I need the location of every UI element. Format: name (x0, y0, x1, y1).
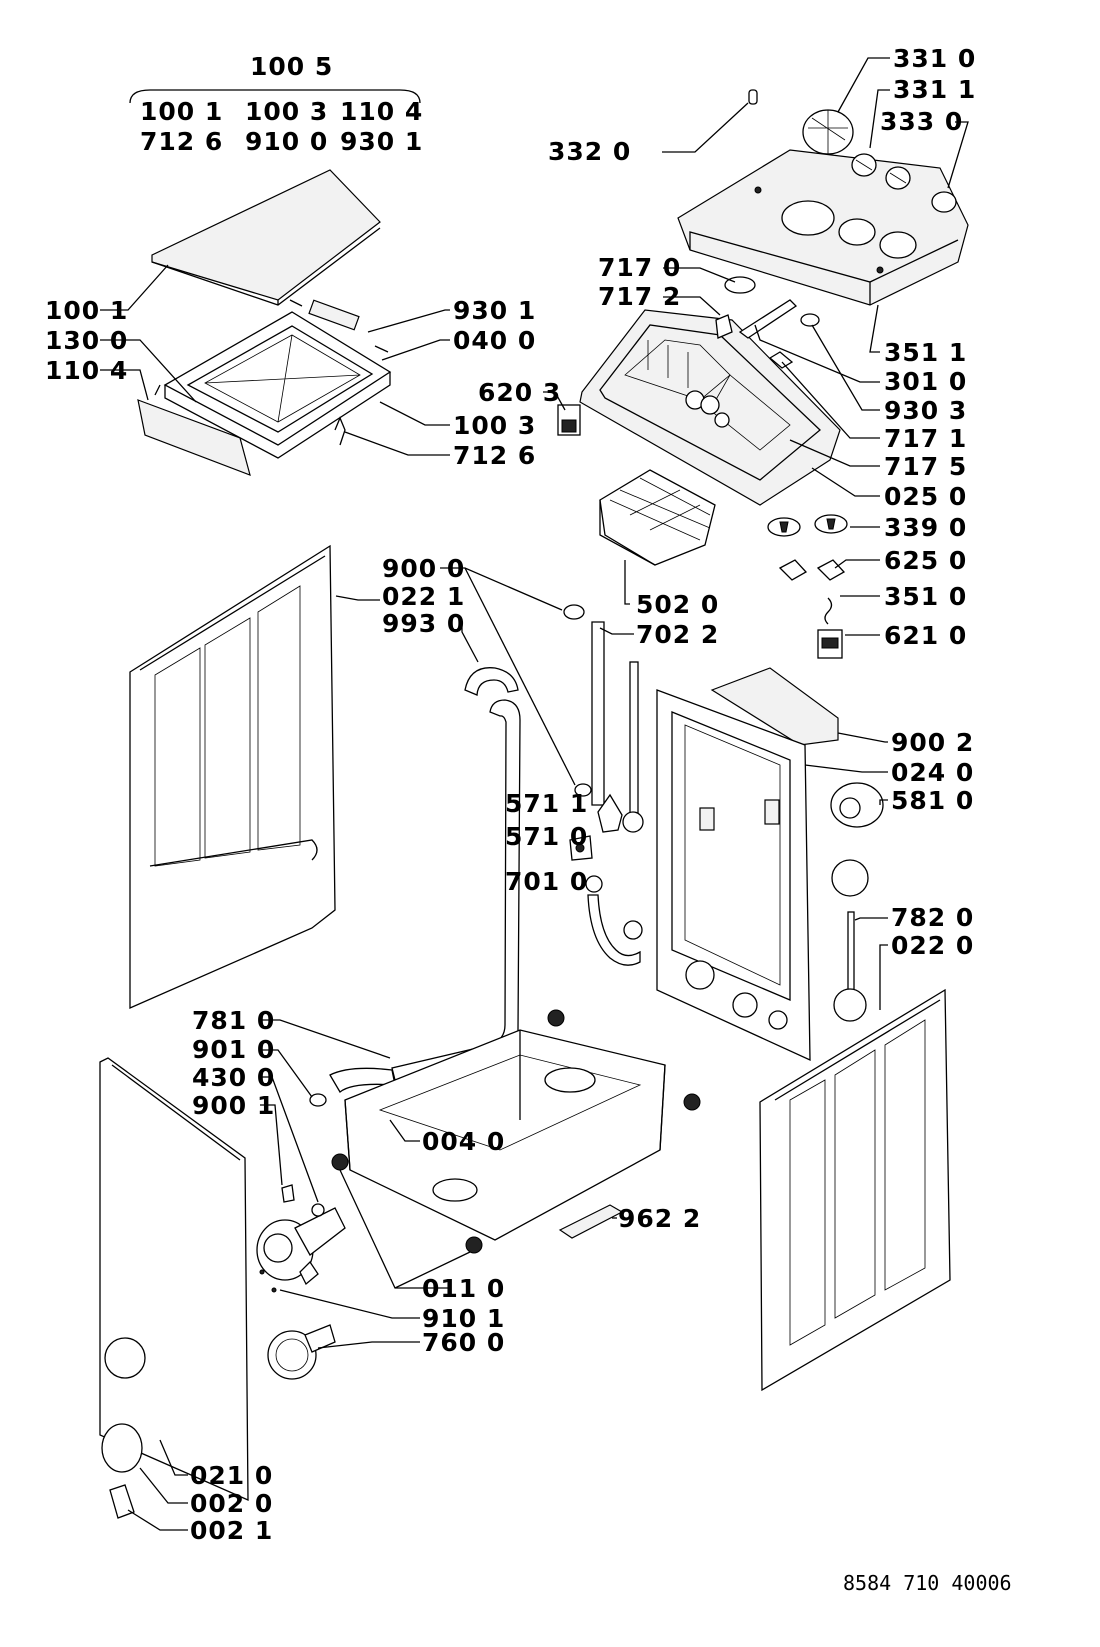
label-333-0: 333 0 (880, 107, 963, 136)
pump-parts-430 (256, 1184, 346, 1286)
label-900-0: 900 0 (382, 554, 465, 583)
screws-910 (259, 1269, 277, 1293)
pulley-part-581 (830, 782, 884, 897)
filter-cover-part-002 (101, 1423, 143, 1519)
label-782-0: 782 0 (891, 903, 974, 932)
label-702-2: 702 2 (636, 620, 719, 649)
valve-caps-339 (767, 514, 848, 537)
label-040-0: 040 0 (453, 326, 536, 355)
lid-frame-part (137, 299, 392, 476)
label-717-0: 717 0 (598, 253, 681, 282)
fill-hose-part-702 (563, 604, 605, 806)
label-331-1: 331 1 (893, 75, 976, 104)
label-962-2: 962 2 (618, 1204, 701, 1233)
label-004-0: 004 0 (422, 1127, 505, 1156)
label-430-0: 430 0 (192, 1063, 275, 1092)
label-351-0: 351 0 (884, 582, 967, 611)
knob-small-parts (851, 153, 957, 213)
rod-part-782 (833, 911, 867, 1022)
knob-large-part (802, 109, 854, 155)
clips-625 (778, 559, 846, 581)
label-930-1: 930 1 (453, 296, 536, 325)
label-110-4: 110 4 (45, 356, 128, 385)
label-900-2: 900 2 (891, 728, 974, 757)
group-item-100-3: 100 3 (245, 97, 328, 126)
label-002-0: 002 0 (190, 1489, 273, 1518)
label-760-0: 760 0 (422, 1328, 505, 1357)
label-332-0: 332 0 (548, 137, 631, 166)
label-717-5: 717 5 (884, 452, 967, 481)
label-339-0: 339 0 (884, 513, 967, 542)
label-024-0: 024 0 (891, 758, 974, 787)
document-number: 8584 710 40006 (843, 1571, 1012, 1595)
label-022-1: 022 1 (382, 582, 465, 611)
label-581-0: 581 0 (891, 786, 974, 815)
label-901-0: 901 0 (192, 1035, 275, 1064)
feet-parts-011 (331, 1009, 701, 1254)
label-571-0: 571 0 (505, 822, 588, 851)
lid-part (151, 169, 381, 306)
rod-part (622, 661, 644, 833)
control-panel-part (677, 149, 969, 306)
label-331-0: 331 0 (893, 44, 976, 73)
group-item-910-0: 910 0 (245, 127, 328, 156)
spring-351 (824, 597, 833, 625)
label-712-6: 712 6 (453, 441, 536, 470)
label-130-0: 130 0 (45, 326, 128, 355)
label-100-3: 100 3 (453, 411, 536, 440)
group-item-712-6: 712 6 (140, 127, 223, 156)
label-011-0: 011 0 (422, 1274, 505, 1303)
clip-part-901 (309, 1093, 327, 1107)
assembly-group-header: 100 5 100 1 100 3 110 4 712 6 910 0 930 … (129, 52, 423, 156)
label-100-1: 100 1 (45, 296, 128, 325)
label-717-1: 717 1 (884, 424, 967, 453)
label-022-0: 022 0 (891, 931, 974, 960)
part-labels: 331 0 331 1 333 0 332 0 717 0 717 2 351 … (45, 44, 976, 1545)
label-910-1: 910 1 (422, 1304, 505, 1333)
label-301-0: 301 0 (884, 367, 967, 396)
small-mech-parts-717 (715, 276, 820, 369)
label-717-2: 717 2 (598, 282, 681, 311)
group-item-110-4: 110 4 (340, 97, 423, 126)
label-701-0: 701 0 (505, 867, 588, 896)
label-021-0: 021 0 (190, 1461, 273, 1490)
pin-part-332 (748, 89, 758, 105)
label-900-1: 900 1 (192, 1091, 275, 1120)
group-label-100-5: 100 5 (250, 52, 333, 81)
label-781-0: 781 0 (192, 1006, 275, 1035)
dispenser-housing-part (579, 309, 841, 506)
label-625-0: 625 0 (884, 546, 967, 575)
switch-part-621 (817, 629, 843, 659)
label-993-0: 993 0 (382, 609, 465, 638)
rear-frame-part (656, 667, 839, 1062)
group-brace (129, 89, 421, 104)
detergent-drawer-part (599, 469, 716, 566)
group-item-930-1: 930 1 (340, 127, 423, 156)
label-025-0: 025 0 (884, 482, 967, 511)
label-620-3: 620 3 (478, 378, 561, 407)
label-930-3: 930 3 (884, 396, 967, 425)
right-side-panel-part (759, 988, 951, 1392)
filter-part-760 (267, 1324, 336, 1380)
label-571-1: 571 1 (505, 789, 588, 818)
left-side-panel-part (129, 544, 336, 1009)
inlet-hose-part-701 (585, 875, 643, 966)
label-502-0: 502 0 (636, 590, 719, 619)
base-frame-part (344, 1029, 666, 1241)
drain-hose-part (329, 667, 521, 1093)
inlet-valve-parts-571 (569, 793, 623, 861)
label-621-0: 621 0 (884, 621, 967, 650)
switch-part-620 (557, 404, 581, 436)
leader-lines (100, 57, 969, 1531)
group-item-100-1: 100 1 (140, 97, 223, 126)
front-panel-part (99, 1057, 249, 1501)
label-002-1: 002 1 (190, 1516, 273, 1545)
label-351-1: 351 1 (884, 338, 967, 367)
